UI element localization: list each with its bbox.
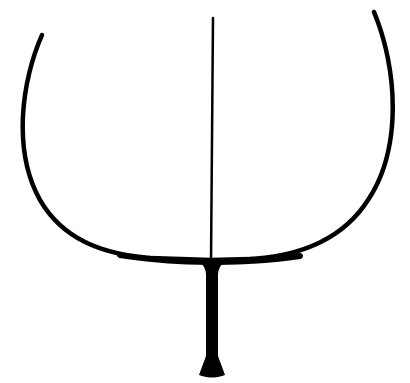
- stem: [206, 266, 218, 362]
